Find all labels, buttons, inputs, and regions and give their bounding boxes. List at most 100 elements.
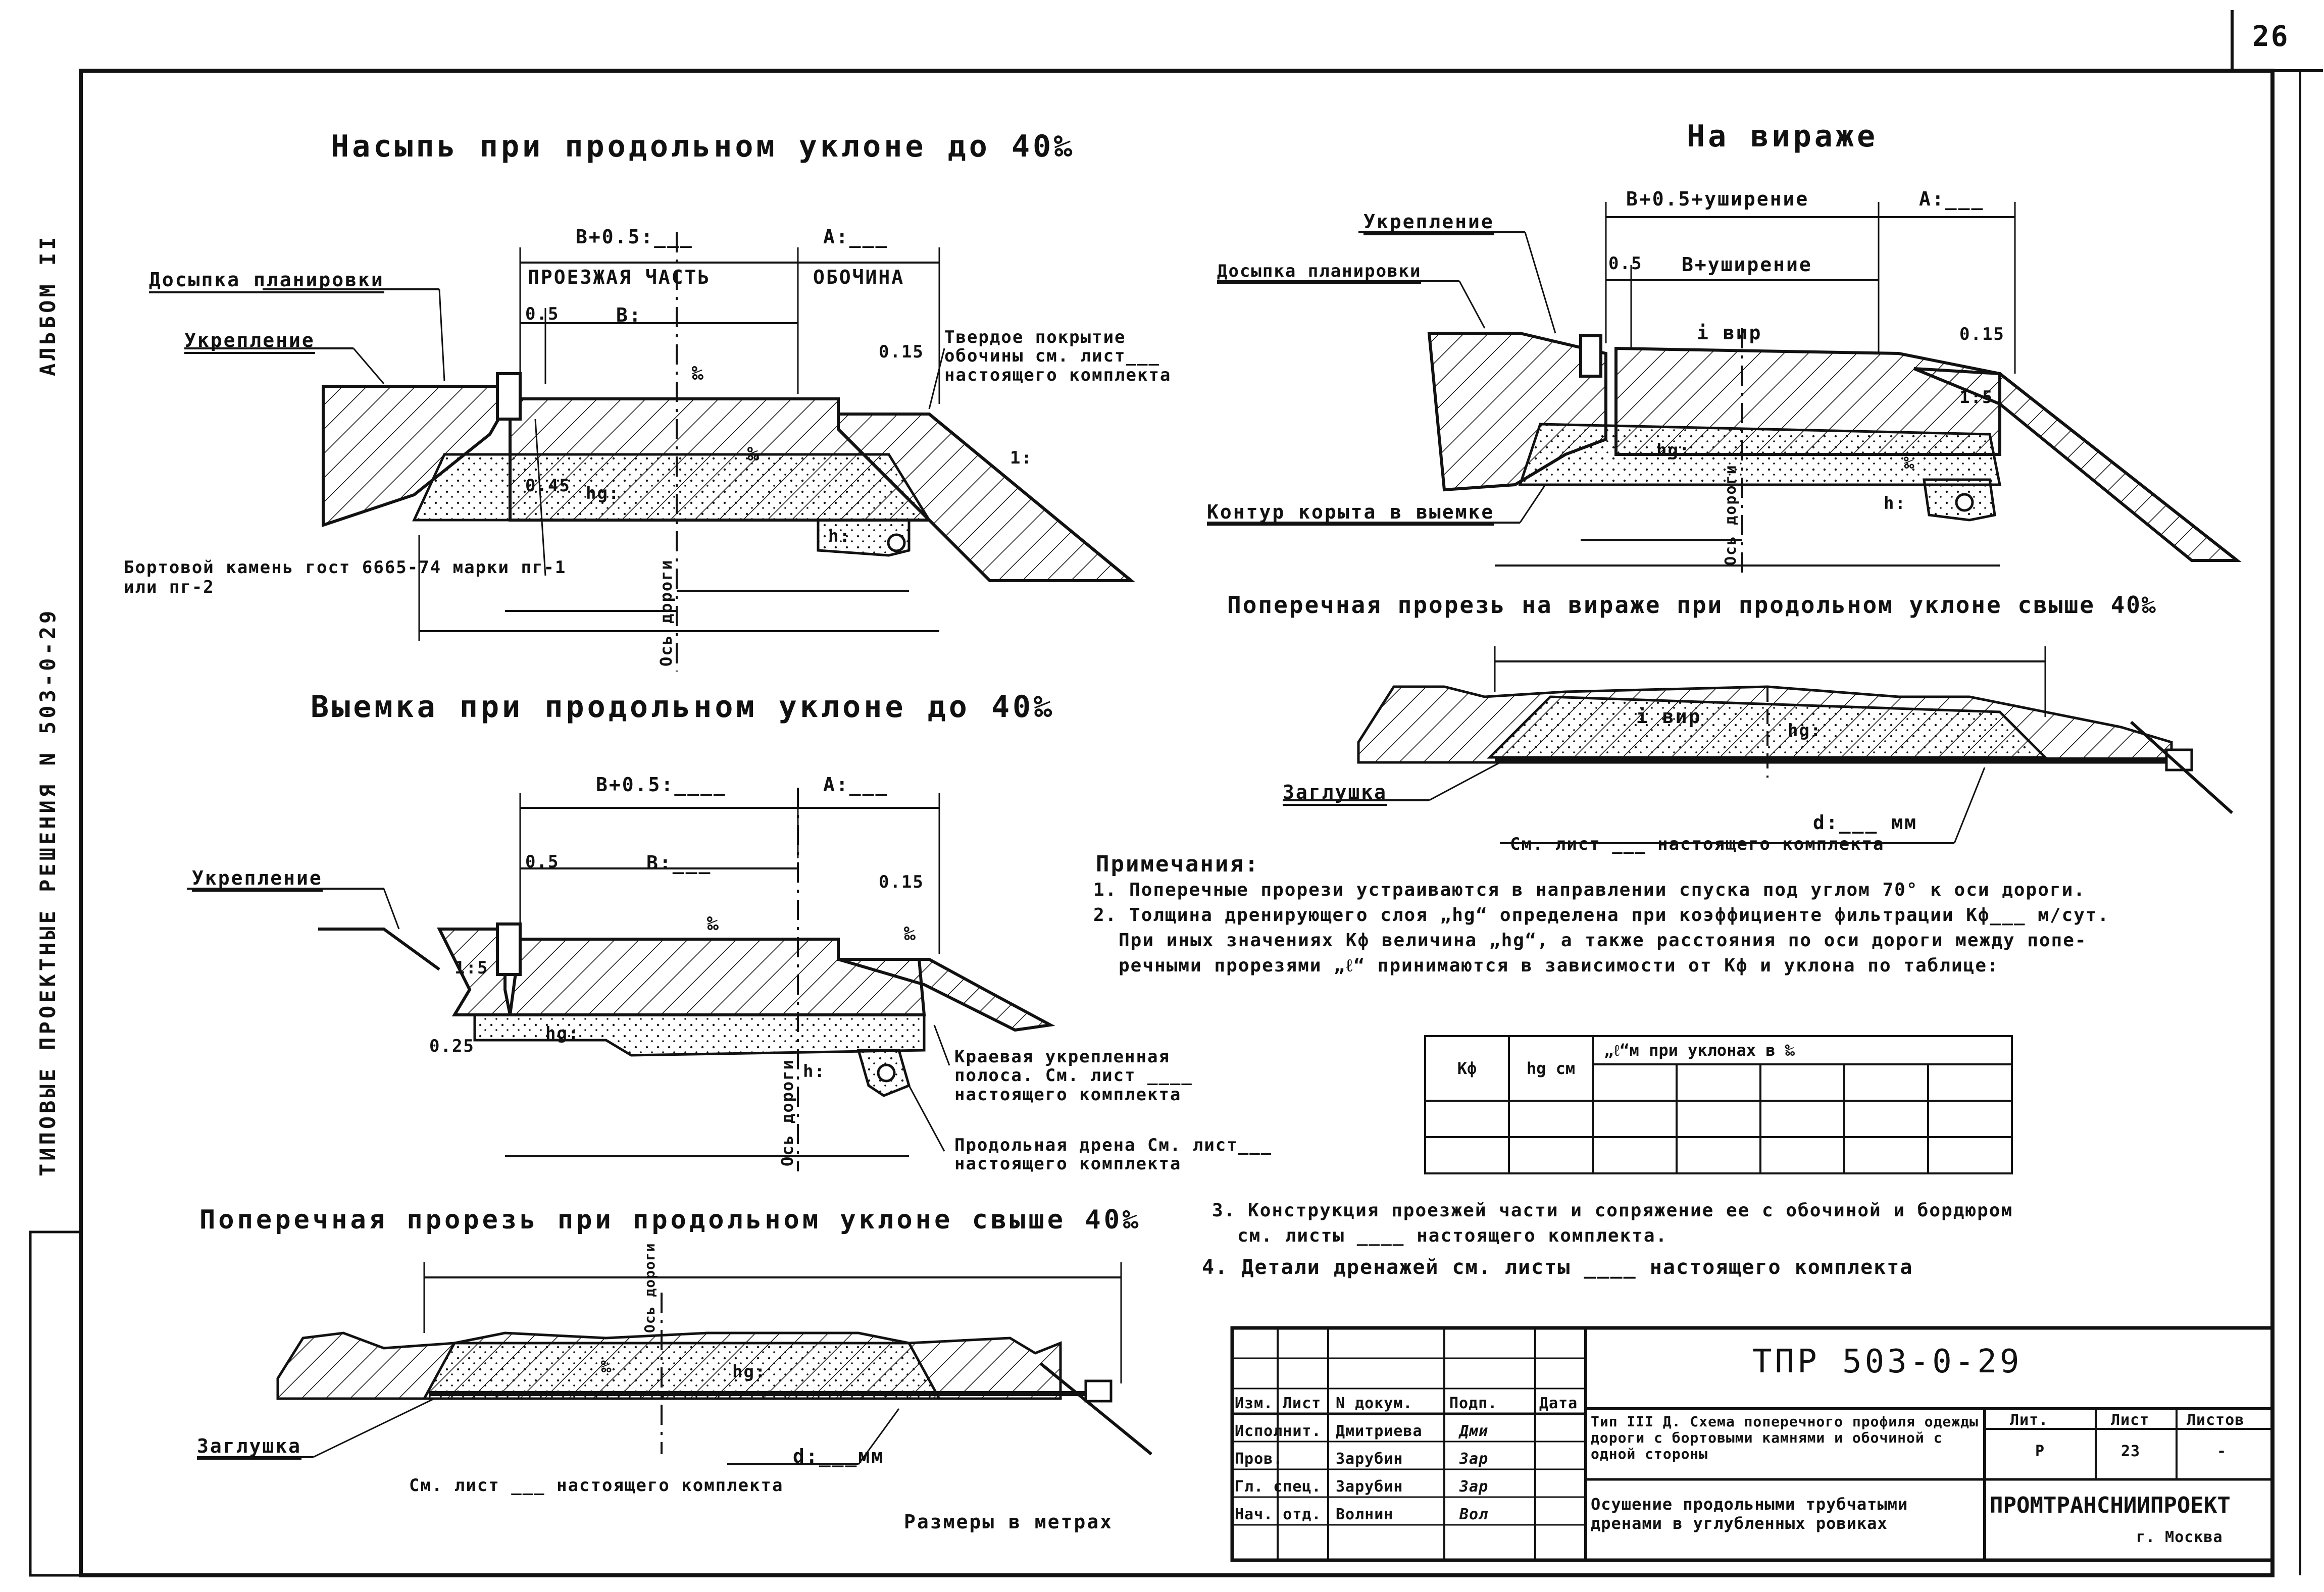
title-block-grid — [1230, 1326, 2275, 1562]
bend-slope: 1:5 — [1959, 387, 1994, 407]
staff-role-1: Исполнит. — [1235, 1422, 1322, 1440]
emb-axis-label: Ось дороги — [656, 559, 676, 666]
emb-permille-2: ‰ — [747, 443, 761, 465]
spacing-header: „ℓ“м при уклонах в ‰ — [1592, 1035, 2013, 1065]
staff-name-3: Зарубин — [1336, 1478, 1403, 1496]
staff-sign-2: Зар — [1459, 1450, 1489, 1468]
role-izm: Изм. — [1235, 1395, 1274, 1412]
emb-h: h: — [828, 526, 851, 546]
cross-cut-title: Поперечная прорезь при продольном уклоне… — [199, 1205, 1142, 1235]
album-label: АЛЬБОМ II — [35, 234, 60, 376]
cut-permille-2: ‰ — [904, 922, 917, 945]
note-line-7: 4. Детали дренажей см. листы ____ настоя… — [1202, 1256, 1913, 1279]
sheet-label: Лист — [2111, 1411, 2150, 1429]
cross-cut-diameter: d:___мм — [793, 1445, 885, 1467]
cut-dim-05: 0.5 — [525, 852, 560, 872]
units-note: Размеры в метрах — [904, 1511, 1114, 1533]
staff-name-1: Дмитриева — [1336, 1422, 1423, 1440]
emb-hg: hg: — [586, 483, 620, 503]
cross-cut-sheet-ref: См. лист ___ настоящего комплекта — [409, 1475, 784, 1496]
notes-heading: Примечания: — [1096, 851, 1260, 877]
staff-name-4: Волнин — [1336, 1506, 1394, 1523]
emb-dim-045: 0.45 — [525, 476, 571, 496]
bend-i-vir: i вир — [1697, 322, 1762, 344]
note-line-6: см. листы ____ настоящего комплекта. — [1237, 1225, 1668, 1246]
side-strip — [29, 1230, 82, 1577]
bend-cut-i-vir: i вир — [1636, 705, 1702, 728]
emb-permille-1: ‰ — [692, 362, 705, 384]
bend-cut-title: Поперечная прорезь на вираже при продоль… — [1227, 591, 2157, 619]
sheet-frame — [79, 69, 2275, 1577]
cutting-title: Выемка при продольном уклоне до 40‰ — [311, 689, 1055, 725]
cut-edge-strip: Краевая укрепленная полоса. См. лист ___… — [954, 1047, 1193, 1105]
cut-reinforcement-label: Укрепление — [192, 868, 323, 892]
sheets-label: Листов — [2187, 1411, 2245, 1429]
staff-sign-3: Зар — [1459, 1478, 1489, 1496]
emb-reinforcement-label: Укрепление — [184, 331, 315, 354]
emb-dim-b: В: — [616, 304, 642, 326]
emb-hard-cover: Твердое покрытие обочины см. лист___ нас… — [944, 327, 1172, 385]
staff-role-3: Гл. спец. — [1235, 1478, 1322, 1496]
sheets-value: - — [2217, 1443, 2227, 1460]
note-line-5: 3. Конструкция проезжей части и сопряжен… — [1212, 1200, 2013, 1221]
emb-backfill-label: Досыпка планировки — [149, 270, 384, 293]
role-doc: N докум. — [1336, 1395, 1413, 1412]
cut-h: h: — [803, 1061, 826, 1082]
note-line-3: При иных значениях Кф величина „hg“, а т… — [1119, 930, 2087, 951]
cut-width-total: В+0.5:____ — [596, 774, 727, 796]
cross-cut-plug: Заглушка — [197, 1436, 302, 1460]
kf-header: Кф — [1424, 1035, 1510, 1102]
cutting-section — [187, 788, 1055, 1171]
emb-width-a: А:___ — [823, 226, 889, 248]
doc-subject: Осушение продольными трубчатыми дренами … — [1591, 1495, 1908, 1533]
cross-cut-axis: Ось дороги — [641, 1243, 658, 1333]
staff-name-2: Зарубин — [1336, 1450, 1403, 1468]
role-list: Лист — [1283, 1395, 1322, 1412]
role-date: Дата — [1539, 1395, 1578, 1412]
doc-code: ТПР 503-0-29 — [1752, 1343, 2023, 1380]
sheet-number: 26 — [2252, 20, 2290, 53]
cut-slope: 1:5 — [454, 958, 489, 978]
bend-dim-05: 0.5 — [1608, 253, 1643, 274]
emb-carriageway: ПРОЕЗЖАЯ ЧАСТЬ — [528, 266, 711, 288]
stage-value: Р — [2035, 1443, 2045, 1460]
cross-cut-permille: ‰ — [601, 1357, 613, 1377]
cut-dim-015: 0.15 — [879, 872, 924, 892]
bend-h: h: — [1884, 493, 1906, 513]
cut-axis-label: Ось дороги — [778, 1059, 797, 1166]
bend-cut-sheet-ref: См. лист ___ настоящего комплекта — [1510, 834, 1885, 854]
stage-label: Лит. — [2010, 1411, 2049, 1429]
bend-cut-diameter: d:___ мм — [1813, 811, 1918, 834]
sheet-value: 23 — [2121, 1443, 2141, 1460]
side-title: ТИПОВЫЕ ПРОЕКТНЫЕ РЕШЕНИЯ N 503-0-29 — [35, 607, 60, 1176]
bend-cut-section — [1283, 646, 2234, 844]
bend-width-a: А:___ — [1919, 188, 1985, 210]
bend-section — [1207, 202, 2242, 576]
org-city: г. Москва — [2136, 1528, 2223, 1546]
doc-description: Тип III Д. Схема поперечного профиля оде… — [1591, 1413, 1979, 1463]
emb-dim-05: 0.5 — [525, 304, 560, 324]
bend-cut-hg: hg: — [1788, 721, 1822, 741]
staff-role-2: Пров. — [1235, 1450, 1283, 1468]
bend-permille: ‰ — [1904, 453, 1915, 473]
cut-drain: Продольная дрена См. лист___ настоящего … — [954, 1135, 1273, 1174]
cut-dim-b: В:___ — [646, 852, 712, 874]
note-line-1: 1. Поперечные прорези устраиваются в нап… — [1093, 880, 2086, 900]
cut-width-a: А:___ — [823, 774, 889, 796]
staff-role-4: Нач. отд. — [1235, 1506, 1322, 1523]
bend-axis-label: Ось дороги — [1722, 464, 1740, 566]
bend-width-total: В+0.5+уширение — [1626, 188, 1809, 210]
org-name: ПРОМТРАНСНИИПРОЕКТ — [1990, 1493, 2231, 1518]
emb-shoulder: ОБОЧИНА — [813, 266, 905, 288]
staff-sign-1: Дми — [1459, 1422, 1489, 1440]
note-line-4: речными прорезями „ℓ“ принимаются в зави… — [1119, 955, 1999, 976]
bend-backfill-label: Досыпка планировки — [1217, 263, 1422, 284]
bend-trough-label: Контур корыта в выемке — [1207, 502, 1495, 526]
cut-hg: hg: — [545, 1023, 580, 1044]
emb-slope-1: 1: — [1010, 448, 1033, 468]
staff-sign-4: Вол — [1459, 1506, 1489, 1523]
note-line-2: 2. Толщина дренирующего слоя „hg“ опреде… — [1093, 905, 2110, 926]
bend-hg: hg: — [1656, 440, 1691, 460]
role-sign: Подп. — [1449, 1395, 1498, 1412]
bend-reinforcement-label: Укрепление — [1363, 212, 1494, 235]
